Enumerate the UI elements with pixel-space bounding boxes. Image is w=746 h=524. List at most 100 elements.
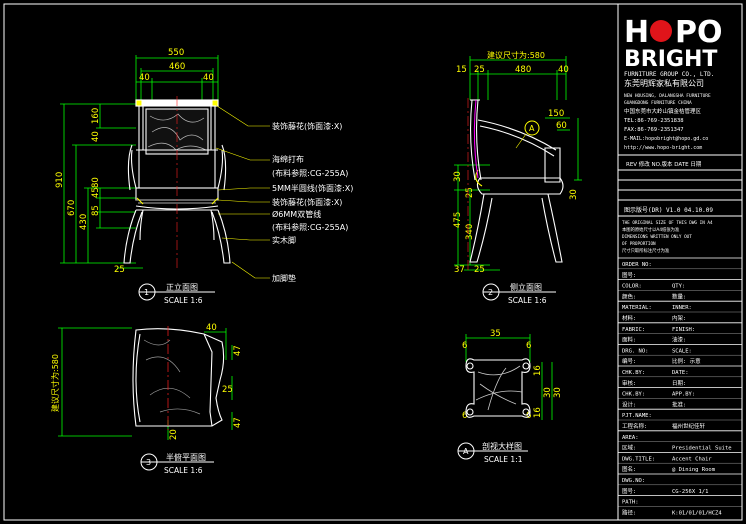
- dim-30-right: 30: [569, 189, 579, 200]
- tb-row-label: COLOR:: [622, 284, 642, 290]
- tb-row-label: 设计:: [622, 400, 636, 408]
- annotation-rattan-top: 装饰藤花(饰面漆:X): [272, 121, 342, 131]
- tel: TEL:86-769-2351838: [624, 118, 684, 124]
- title-block-rows: ORDER NO:图号:COLOR:QTY:颜色:数量:MATERIAL:INN…: [618, 257, 742, 516]
- address-en-1: NEW HOUSING, DALANGSHA FURNITURE: [624, 93, 711, 99]
- website: http://www.hopo-bright.com: [624, 145, 702, 151]
- tb-row-value: 比例: 示意: [672, 357, 701, 365]
- dim-20: 20: [169, 429, 179, 440]
- dim-16-b: 16: [533, 407, 543, 418]
- annotation-half-round: 5MM半圆线(饰面漆:X): [272, 183, 353, 193]
- detail-dim-texts: 35 6 6 30 16 30 16 6 6: [462, 329, 563, 421]
- view-scale: SCALE 1:1: [484, 455, 523, 464]
- tb-row-label: 颜色:: [622, 292, 636, 300]
- tb-row-label: 审核:: [622, 379, 636, 387]
- side-callout-a: A: [515, 120, 540, 149]
- dim-25-bottom: 25: [114, 265, 125, 275]
- dim-45: 45: [91, 187, 101, 198]
- tb-row-value: Accent Chair: [672, 456, 712, 462]
- side-chair-outline: [469, 99, 564, 263]
- tb-row-value: QTY:: [672, 284, 685, 290]
- tb-row-value: 油漆:: [672, 336, 686, 344]
- dim-25: 25: [222, 385, 233, 395]
- dim-16-a: 16: [533, 365, 543, 376]
- dim-60: 60: [556, 121, 567, 131]
- company-group-en: FURNITURE GROUP CO., LTD.: [624, 71, 714, 78]
- dim-6-tl: 6: [462, 341, 467, 351]
- dim-550: 550: [168, 48, 184, 58]
- tb-row-label: 路径:: [622, 508, 636, 516]
- side-view-title: 2 侧立面图 SCALE 1:6: [482, 282, 556, 305]
- dim-480: 480: [515, 65, 531, 75]
- dim-160: 160: [91, 108, 101, 124]
- detail-dim-lines: [465, 334, 553, 420]
- tb-row-value: 日期:: [672, 380, 686, 387]
- annotation-fabric-1: (布料参照:CG-255A): [272, 168, 348, 178]
- dim-460: 460: [169, 62, 185, 72]
- front-leaders: [213, 103, 270, 279]
- company-logo: H PO BRIGHT: [624, 15, 723, 72]
- front-annotations: 装饰藤花(饰面漆:X) 海绵打布 (布料参照:CG-255A) 5MM半圆线(饰…: [272, 121, 353, 283]
- tb-row-value: 数量:: [672, 292, 686, 300]
- dim-40-top: 40: [558, 65, 569, 75]
- note-2: 本图的原始尺寸以A4纸张为准: [622, 226, 680, 233]
- side-top-label: 建议尺寸为:580: [487, 50, 545, 60]
- callout-circle: [524, 120, 540, 136]
- dim-40: 40: [206, 323, 217, 333]
- dim-47-top: 47: [233, 345, 243, 356]
- tb-row-label: FABRIC:: [622, 327, 645, 333]
- company-name-cn: 东莞明辉家私有限公司: [624, 78, 704, 88]
- plan-dim-texts: 40 47 25 20 47: [169, 323, 243, 440]
- dim-475: 475: [453, 212, 463, 228]
- version-row: 图示版号(DR) V1.0 04.10.09: [624, 206, 713, 214]
- tb-row-value: 内架:: [672, 314, 686, 322]
- view-title: 剖视大样图: [482, 441, 522, 451]
- tb-row-value: K:01/01/01/HCZ4: [672, 510, 722, 516]
- callout-label: A: [529, 124, 535, 133]
- detail-section-outline: [465, 358, 531, 418]
- tb-row-label: CHK.BY:: [622, 392, 645, 398]
- dim-6-tr: 6: [526, 341, 531, 351]
- tb-row-label: 材料:: [622, 314, 636, 322]
- tb-row-label: 区域:: [622, 444, 636, 452]
- dim-150: 150: [548, 109, 564, 119]
- address-cn: 中国东莞市大岭山镇金桔管理区: [624, 107, 702, 115]
- side-view: 建议尺寸为:580 15 25 480 40 150 60 30 30 475 …: [453, 50, 582, 305]
- dim-30-left: 30: [453, 171, 463, 182]
- dim-15: 15: [456, 65, 467, 75]
- dim-40-v: 40: [91, 131, 101, 142]
- plan-view-title: 3 半俯平面图 SCALE 1:6: [140, 452, 214, 475]
- dim-430: 430: [79, 214, 89, 230]
- front-view-title: 1 正立面图 SCALE 1:6: [138, 282, 215, 305]
- tb-row-label: AREA:: [622, 435, 639, 441]
- annotation-solid-leg: 实木脚: [272, 235, 296, 245]
- dim-30-a: 30: [543, 387, 553, 398]
- tb-row-value: 福州世纪佳轩: [672, 422, 706, 430]
- tb-row-value: APP.BY:: [672, 392, 695, 398]
- side-dim-lines: [454, 56, 582, 271]
- sheet-border: [3, 3, 743, 521]
- dim-25-left: 25: [465, 187, 475, 198]
- tb-row-value: CG-256X 1/1: [672, 489, 708, 495]
- logo-red-circle: [650, 20, 672, 42]
- tb-row-label: 编号:: [622, 357, 636, 365]
- address-en-2: GUANGDONG FURNITURE CHINA: [624, 100, 692, 106]
- annotation-sponge: 海绵打布: [272, 154, 304, 164]
- dim-910: 910: [55, 172, 65, 188]
- email: E-MAIL:hopobright@hopo.gd.co: [624, 136, 708, 142]
- note-3: DIMENSIONS WRITTEN ONLY OUT: [622, 234, 692, 240]
- plan-view: 建议尺寸为:580 40 47 25 20 47 3 半俯平面图 SCALE 1…: [50, 323, 243, 475]
- view-title: 半俯平面图: [166, 452, 206, 462]
- plan-chair-outline: [132, 328, 225, 427]
- title-block: H PO BRIGHT FURNITURE GROUP CO., LTD. 东莞…: [618, 15, 742, 516]
- dim-340: 340: [465, 224, 475, 240]
- dim-670: 670: [67, 200, 77, 216]
- note-4: OF PROPORTION: [622, 241, 656, 247]
- note-5: 尺寸只取所标注尺寸为准: [622, 247, 670, 254]
- logo-hopo: H: [624, 15, 650, 50]
- tb-row-value: 批准:: [672, 400, 686, 408]
- tb-row-label: 工程名称:: [622, 422, 647, 430]
- tb-row-label: 图号:: [622, 487, 636, 495]
- front-dim-texts: 550 460 40 40 160 40 910 670 430 85 45 8…: [55, 48, 214, 275]
- view-scale: SCALE 1:6: [164, 466, 203, 475]
